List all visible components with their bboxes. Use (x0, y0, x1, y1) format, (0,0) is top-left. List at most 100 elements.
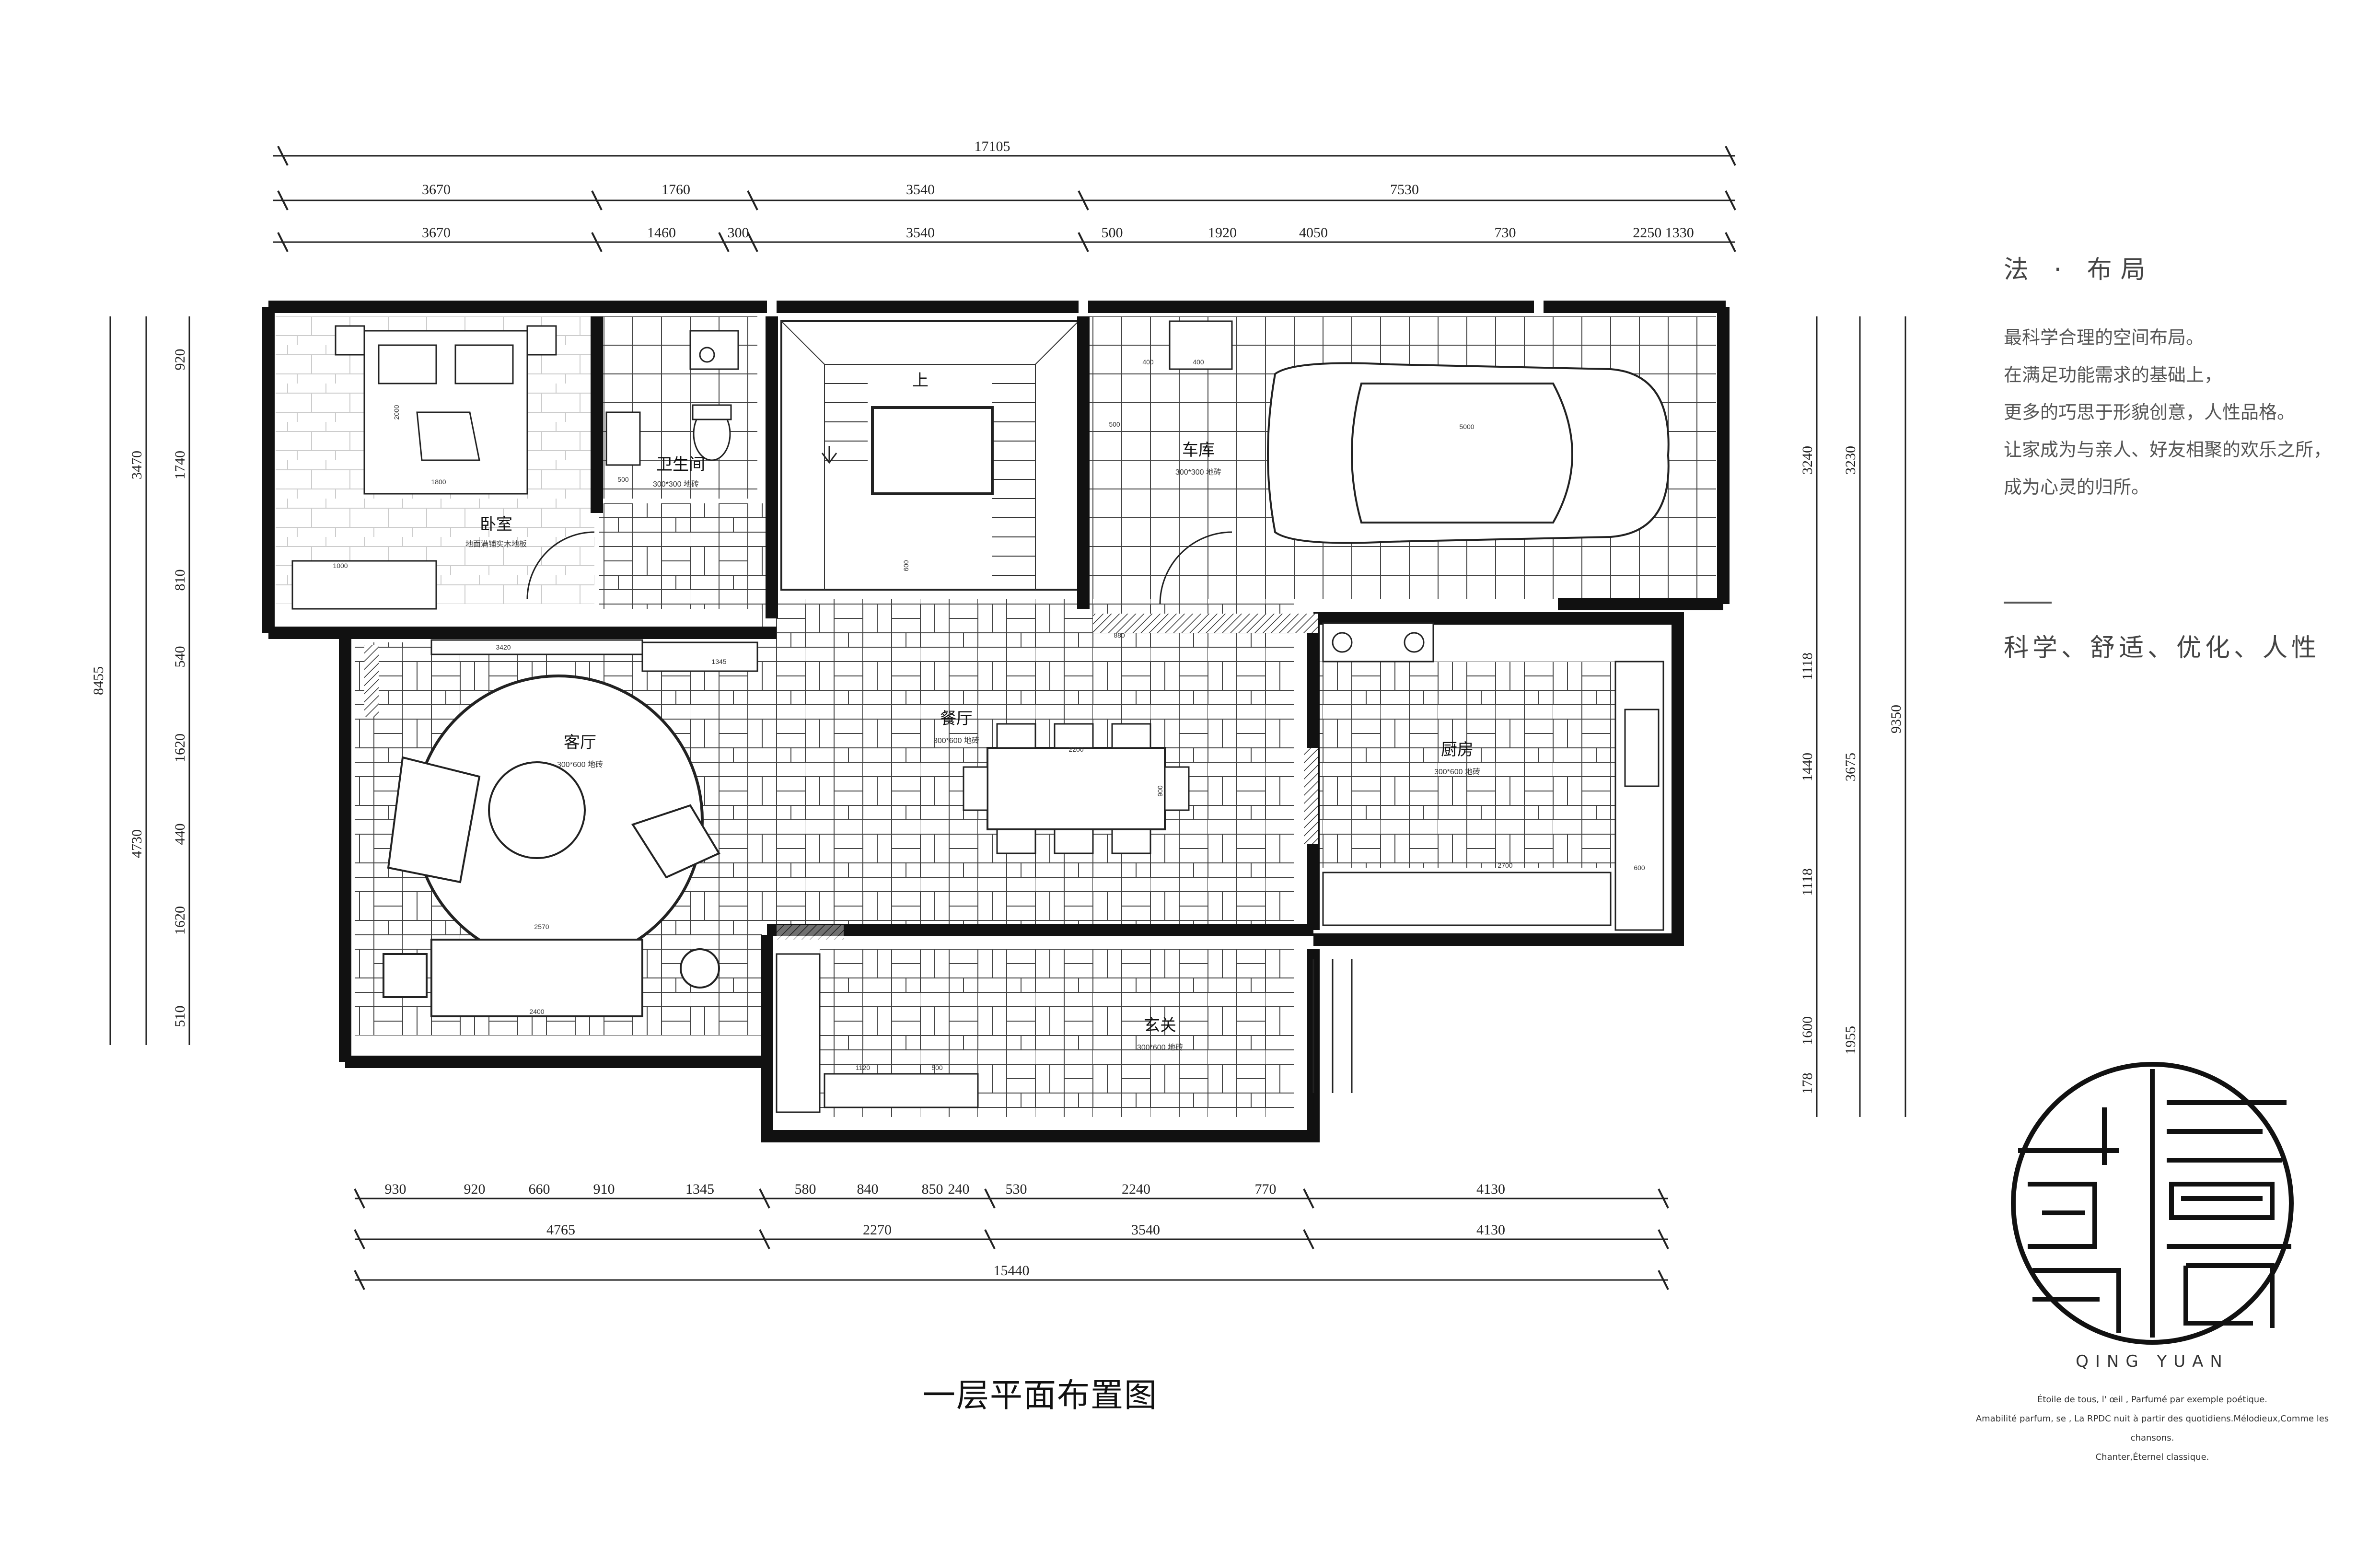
side-description: 最科学合理的空间布局。 在满足功能需求的基础上， 更多的巧思于形貌创意，人性品格… (2004, 319, 2368, 506)
logo-text-line: Amabilité parfum, se , La RPDC nuit à pa… (1975, 1414, 2329, 1443)
room-name: 客厅 (564, 733, 596, 752)
inner-dim-stair-small: 600 (902, 560, 910, 571)
dim-top-1: 3670 (422, 182, 451, 198)
garage-sink (1169, 320, 1233, 370)
drawing-title: 一层平面布置图 (922, 1377, 1158, 1415)
dim-bottom-1: 930 (385, 1181, 406, 1197)
logo-description: Étoile de tous, l' œil , Parfumé par exe… (1956, 1390, 2349, 1467)
inner-dim-cabinet: 1345 (711, 658, 726, 665)
staircase (780, 320, 1080, 591)
side-line: 更多的巧思于形貌创意，人性品格。 (2004, 402, 2296, 423)
dim-bottom-overall: 15440 (994, 1263, 1030, 1279)
dim-right-2: 3240 (1800, 446, 1815, 475)
inner-dim-counter: 600 (1634, 864, 1645, 872)
stair-up-label: 上 (912, 372, 929, 390)
side-divider (2004, 602, 2052, 604)
logo-caption: QING YUAN (2076, 1352, 2229, 1371)
dim-bottom-1: 580 (795, 1181, 816, 1197)
room-label-dining: 餐厅 300*600 地砖 (933, 710, 979, 745)
floor-lamp (680, 948, 720, 989)
dimension-lines (109, 155, 1906, 1281)
dim-bottom-1: 2240 (1122, 1181, 1150, 1197)
dim-bottom-2: 4765 (546, 1222, 575, 1238)
dim-left-2: 1740 (172, 451, 188, 479)
inner-dim-wardrobe: 1000 (333, 562, 348, 570)
armchair (631, 804, 720, 879)
entry-doors (1312, 959, 1353, 1093)
coffee-table (488, 761, 586, 859)
room-name: 玄关 (1144, 1016, 1176, 1035)
side-slogan: 科学、舒适、优化、人性 (2004, 634, 2321, 663)
dim-bottom-2: 4130 (1476, 1222, 1505, 1238)
dim-bottom-1: 910 (593, 1181, 615, 1197)
dim-left-2: 1620 (172, 733, 188, 762)
inner-dim-table-depth: 900 (1156, 785, 1164, 797)
dim-top-2: 500 (1102, 225, 1123, 241)
dim-top-1: 1760 (662, 182, 690, 198)
room-floor: 300*600 地砖 (1434, 768, 1480, 776)
dim-top-1: 3540 (906, 182, 935, 198)
dim-top-2: 1920 (1208, 225, 1237, 241)
dining-chairs (963, 723, 1190, 854)
dim-top-2: 1460 (647, 225, 676, 241)
kitchen-floor (1318, 662, 1654, 868)
room-floor: 300*600 地砖 (933, 736, 979, 745)
room-name: 卫生间 (656, 455, 705, 474)
hall-floor (599, 503, 777, 609)
room-label-living: 客厅 300*600 地砖 (557, 733, 603, 769)
inner-dim-tv: 3420 (496, 643, 511, 651)
room-name: 厨房 (1441, 741, 1474, 759)
dim-top-2: 3670 (422, 225, 451, 241)
dim-left-1: 3470 (129, 451, 145, 479)
room-label-kitchen: 厨房 300*600 地砖 (1434, 741, 1480, 776)
dim-bottom-1: 660 (529, 1181, 550, 1197)
dim-top-1: 7530 (1390, 182, 1419, 198)
room-name: 车库 (1182, 441, 1215, 459)
inner-dim-bench: 880 (1114, 631, 1125, 639)
bed (335, 325, 557, 495)
dim-right-2: 1600 (1800, 1016, 1815, 1045)
inner-dim-sofa: 2400 (529, 1008, 544, 1015)
inner-dim-bed-length: 2000 (393, 405, 400, 419)
dim-top-2: 730 (1495, 225, 1516, 241)
logo-text-line: Étoile de tous, l' œil , Parfumé par exe… (2037, 1395, 2268, 1405)
inner-dim-shoe-cabinet: 1120 (856, 1064, 870, 1071)
dim-right-overall: 9350 (1888, 705, 1904, 733)
dim-left-2: 440 (172, 824, 188, 845)
dim-left-overall: 8455 (91, 666, 106, 695)
inner-dim-shoe-cabinet-2: 500 (931, 1064, 943, 1071)
qing-yuan-logo (2011, 1062, 2294, 1345)
dim-bottom-2: 2270 (863, 1222, 892, 1238)
side-line: 让家成为与亲人、好友相聚的欢乐之所， (2004, 439, 2332, 460)
tv-cabinet (430, 639, 643, 655)
room-label-bathroom: 卫生间 300*300 地砖 (653, 455, 705, 489)
inner-dim-counter-2: 2700 (1498, 861, 1512, 869)
inner-dim-bed-width: 1800 (431, 478, 446, 486)
room-floor: 地面满铺实木地板 (465, 540, 527, 548)
dim-bottom-1: 4130 (1476, 1181, 1505, 1197)
side-line: 在满足功能需求的基础上， (2004, 364, 2223, 385)
inner-dim-car: 5000 (1459, 423, 1474, 430)
side-panel: 法 · 布局 最科学合理的空间布局。 在满足功能需求的基础上， 更多的巧思于形貌… (2004, 249, 2368, 663)
dim-bottom-2: 3540 (1131, 1222, 1160, 1238)
bedroom-door (526, 531, 595, 600)
dining-table (987, 747, 1166, 830)
dim-right-2: 1440 (1800, 753, 1815, 781)
dim-right-1: 3675 (1843, 753, 1858, 781)
room-floor: 300*600 地砖 (557, 760, 603, 769)
wall-hatch (364, 614, 1318, 940)
dim-left-2: 1620 (172, 906, 188, 935)
inner-dim-garage-sink-2: 400 (1193, 358, 1204, 366)
room-floor: 300*300 地砖 (653, 480, 699, 489)
dim-right-2: 178 (1800, 1073, 1815, 1094)
inner-dim-washer: 500 (1109, 420, 1120, 428)
logo-text-line: Chanter,Éternel classique. (2095, 1452, 2209, 1462)
entry-fixtures (776, 953, 979, 1113)
dim-top-2: 2250 1330 (1633, 225, 1694, 241)
kitchen-counter (1322, 622, 1664, 931)
dim-right-1: 1955 (1843, 1026, 1858, 1055)
lounge-chair (387, 756, 481, 884)
dim-bottom-1: 850 (922, 1181, 943, 1197)
sofa (430, 939, 643, 1017)
side-title: 法 · 布局 (2004, 256, 2154, 284)
